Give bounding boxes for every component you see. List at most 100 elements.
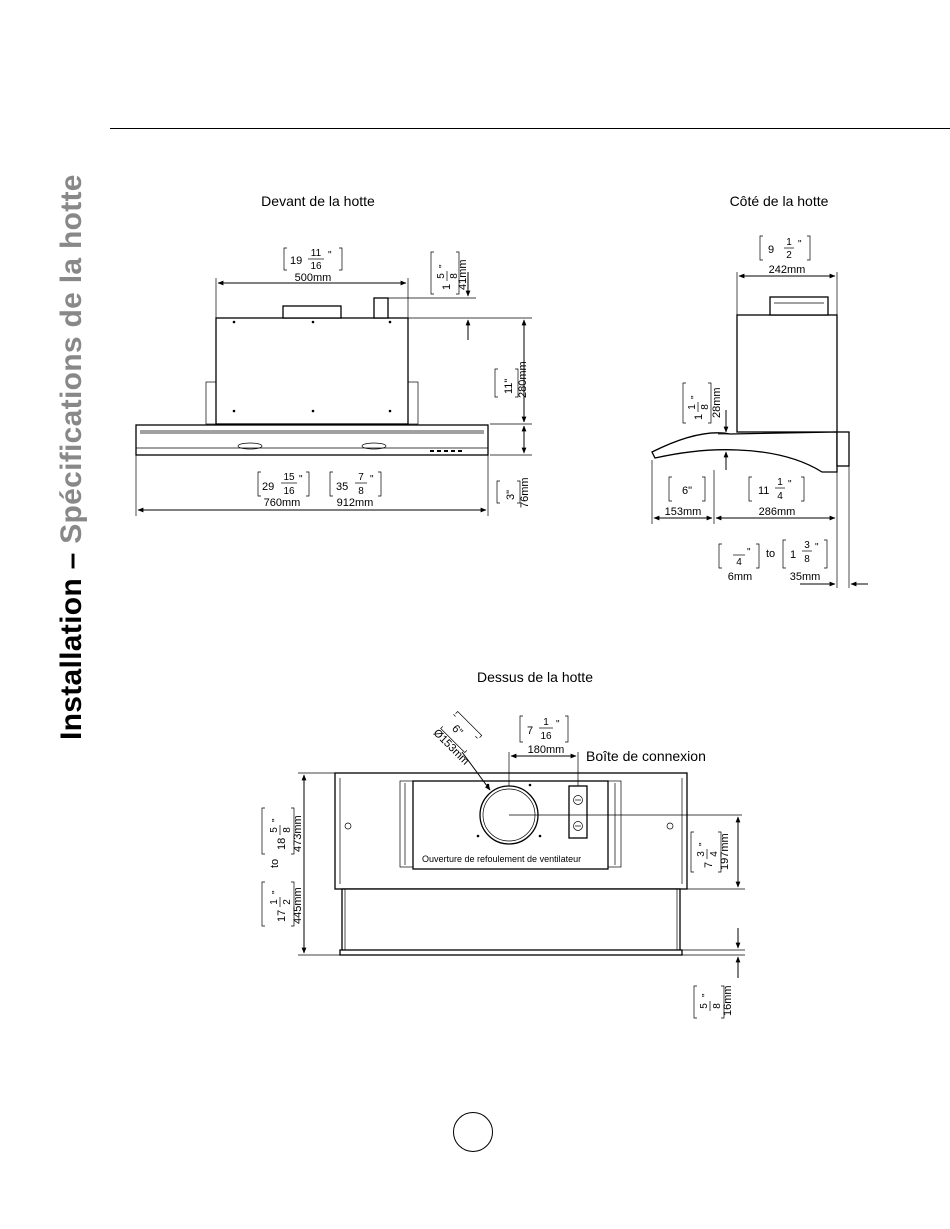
front-w1-in-den: 16: [283, 486, 295, 497]
front-top-in-num: 5: [436, 273, 447, 279]
front-top-in-den: 8: [449, 273, 460, 279]
top-offset-in-den: 16: [540, 731, 552, 742]
top-junction-box-label: Boîte de connexion: [586, 748, 706, 764]
front-view: Devant de la hotte 19 11 16: [135, 193, 532, 516]
side-b-in-den: 4: [777, 491, 783, 502]
top-visor-lip: [339, 949, 683, 956]
front-light-right: [361, 442, 387, 450]
front-w2-mm: 912mm: [337, 497, 374, 509]
header-rule: [110, 128, 950, 129]
front-w1-mm: 760mm: [264, 497, 301, 509]
top-offset-in-num: 1: [543, 717, 549, 728]
side-hood-body: [736, 314, 838, 433]
side-to: to: [766, 548, 775, 560]
side-duct-collar: [769, 296, 829, 316]
front-width-in-unit: ": [328, 250, 332, 261]
side-depth-in-num: 1: [786, 237, 792, 248]
side-c-in-den: 4: [736, 557, 742, 568]
top-bracket-right: [607, 780, 622, 868]
top-offset-mm: 180mm: [528, 744, 565, 756]
top-blower-outlet-label: Ouverture de refoulement de ventilateur: [422, 854, 581, 864]
side-depth-in-den: 2: [786, 250, 792, 261]
front-width-in-num: 11: [311, 248, 322, 259]
front-w1-in-whole: 29: [262, 481, 274, 493]
top-box-in-den: 4: [709, 851, 720, 857]
front-junction-box: [373, 297, 389, 319]
top-visor: [341, 888, 681, 955]
top-lip-in-num: 5: [699, 1003, 710, 1009]
side-trim-in-whole: 1: [693, 414, 705, 420]
side-depth-in-whole: 9: [768, 244, 774, 256]
top-depth1-mm: 473mm: [292, 815, 304, 852]
front-visor-mm: 76mm: [519, 477, 531, 508]
top-depth2-mm: 445mm: [292, 887, 304, 924]
front-body-mm: 280mm: [517, 361, 529, 398]
front-width-mm: 500mm: [295, 272, 332, 284]
front-width-in-whole: 19: [290, 255, 302, 267]
front-width-in-den: 16: [310, 261, 322, 272]
front-right-bracket: [407, 381, 419, 425]
front-view-title: Devant de la hotte: [261, 193, 375, 209]
front-visor: [135, 424, 489, 456]
side-trim-mm: 28mm: [711, 387, 723, 418]
side-depth-in-unit: ": [798, 239, 802, 250]
side-a-in: 6": [682, 485, 692, 497]
front-top-in-whole: 1: [441, 284, 453, 290]
top-depth2-in-whole: 17: [276, 910, 288, 922]
top-offset-in-unit: ": [556, 719, 560, 730]
front-duct-collar: [282, 305, 342, 319]
top-view-title: Dessus de la hotte: [477, 669, 593, 685]
top-lip-in-unit: ": [701, 993, 712, 997]
front-hood-body: [215, 317, 409, 425]
top-view: Dessus de la hotte Ouverture de refoulem…: [261, 669, 745, 1019]
page-number-circle: [453, 1112, 493, 1152]
side-visor-profile: [651, 431, 838, 473]
side-trim-in-unit: ": [690, 395, 701, 399]
front-body-in: 11": [503, 379, 515, 394]
front-light-left: [237, 442, 263, 450]
side-d-mm: 35mm: [790, 571, 821, 583]
top-bracket-left: [399, 780, 414, 868]
side-d-in-num: 3: [804, 540, 810, 551]
front-w1-in-num: 15: [283, 472, 295, 483]
top-to: to: [269, 859, 281, 868]
side-d-in-unit: ": [815, 542, 819, 553]
side-trim-in-den: 8: [700, 404, 711, 410]
top-depth1-in-whole: 18: [276, 838, 288, 850]
front-screws: [232, 320, 392, 413]
top-depth1-in-unit: ": [271, 818, 282, 822]
top-box-in-unit: ": [698, 842, 709, 846]
side-b-in-whole: 11: [758, 485, 769, 497]
side-view-title: Côté de la hotte: [730, 193, 829, 209]
top-depth1-in-num: 5: [269, 827, 280, 833]
front-visor-in: 3": [505, 490, 517, 500]
top-offset-in-whole: 7: [527, 725, 533, 737]
side-view: Côté de la hotte 9 1 2 " 242mm 1 1 8 " 2…: [651, 193, 868, 588]
front-w2-in-unit: ": [370, 474, 374, 485]
side-d-in-den: 8: [804, 554, 810, 565]
front-top-mm: 41mm: [457, 259, 469, 290]
top-depth2-in-unit: ": [271, 890, 282, 894]
top-box-in-num: 3: [696, 851, 707, 857]
front-w2-in-den: 8: [358, 486, 364, 497]
top-depth1-in-den: 8: [282, 827, 293, 833]
top-lip-mm: 16mm: [722, 985, 734, 1016]
front-left-bracket: [205, 381, 217, 425]
side-trim-in-num: 1: [687, 404, 698, 410]
side-back-plate: [836, 431, 850, 467]
front-top-in-unit: ": [438, 264, 449, 268]
top-lip-in-den: 8: [712, 1003, 723, 1009]
front-controls: [430, 450, 462, 452]
front-w2-in-whole: 35: [336, 481, 348, 493]
top-box-mm: 197mm: [719, 833, 731, 870]
side-b-in-num: 1: [777, 477, 783, 488]
front-w2-in-num: 7: [358, 472, 364, 483]
top-hole-left: [344, 822, 352, 830]
side-b-in-unit: ": [788, 479, 792, 490]
top-hole-right: [666, 822, 674, 830]
side-d-in-whole: 1: [790, 549, 796, 561]
top-box-in-whole: 7: [703, 862, 715, 868]
top-depth2-in-num: 1: [269, 899, 280, 905]
side-c-in-unit: ": [747, 547, 751, 558]
